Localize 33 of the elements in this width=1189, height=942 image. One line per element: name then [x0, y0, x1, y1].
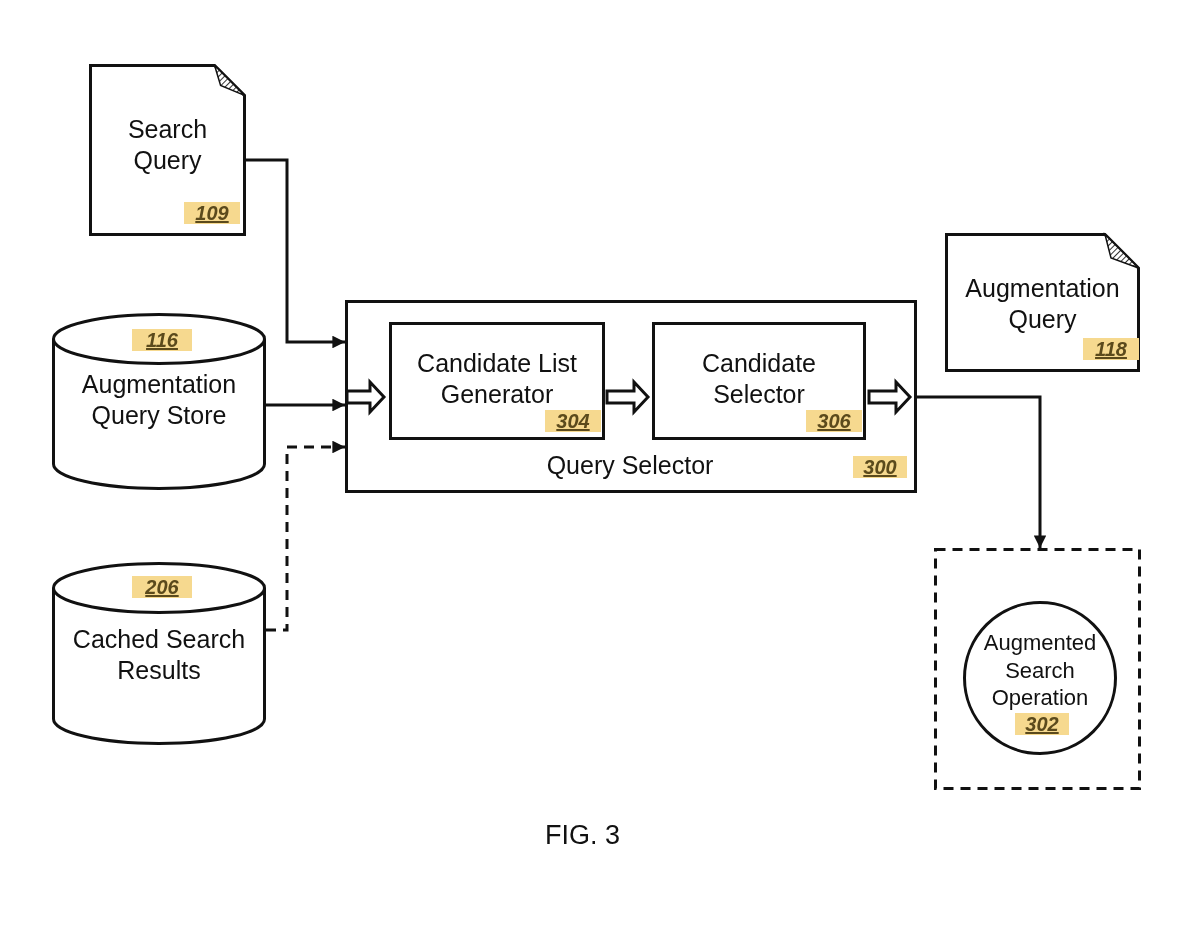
process-box	[652, 322, 866, 440]
database-cylinder	[52, 313, 266, 490]
node-label: Augmented Search Operation	[982, 629, 1098, 712]
reference-number: 116	[132, 329, 192, 351]
node-label: Candidate Selector	[701, 348, 817, 411]
arrow	[266, 398, 345, 412]
node-label: Augmentation Query	[964, 273, 1121, 336]
node-label: Candidate List Generator	[416, 348, 578, 411]
node-label: Cached Search Results	[71, 624, 247, 687]
dashed-box	[934, 548, 1141, 790]
reference-number: 300	[853, 456, 907, 478]
reference-number: 109	[184, 202, 240, 224]
figure-caption: FIG. 3	[545, 820, 620, 851]
document-shape	[945, 233, 1140, 372]
block-arrow	[605, 378, 651, 416]
reference-number: 206	[132, 576, 192, 598]
circle-node	[963, 601, 1117, 755]
arrow	[246, 158, 345, 349]
arrow	[266, 440, 345, 632]
process-box	[389, 322, 605, 440]
document-shape	[89, 64, 246, 236]
node-label: Search Query	[126, 114, 209, 177]
node-label: Query Selector	[545, 450, 715, 481]
reference-number: 118	[1083, 338, 1139, 360]
reference-number: 304	[545, 410, 601, 432]
arrow	[917, 395, 1047, 548]
process-box	[345, 300, 917, 493]
reference-number: 302	[1015, 713, 1069, 735]
reference-number: 306	[806, 410, 862, 432]
database-cylinder	[52, 562, 266, 745]
block-arrow	[867, 378, 913, 416]
node-label: Augmentation Query Store	[80, 369, 238, 432]
block-arrow	[345, 378, 387, 416]
